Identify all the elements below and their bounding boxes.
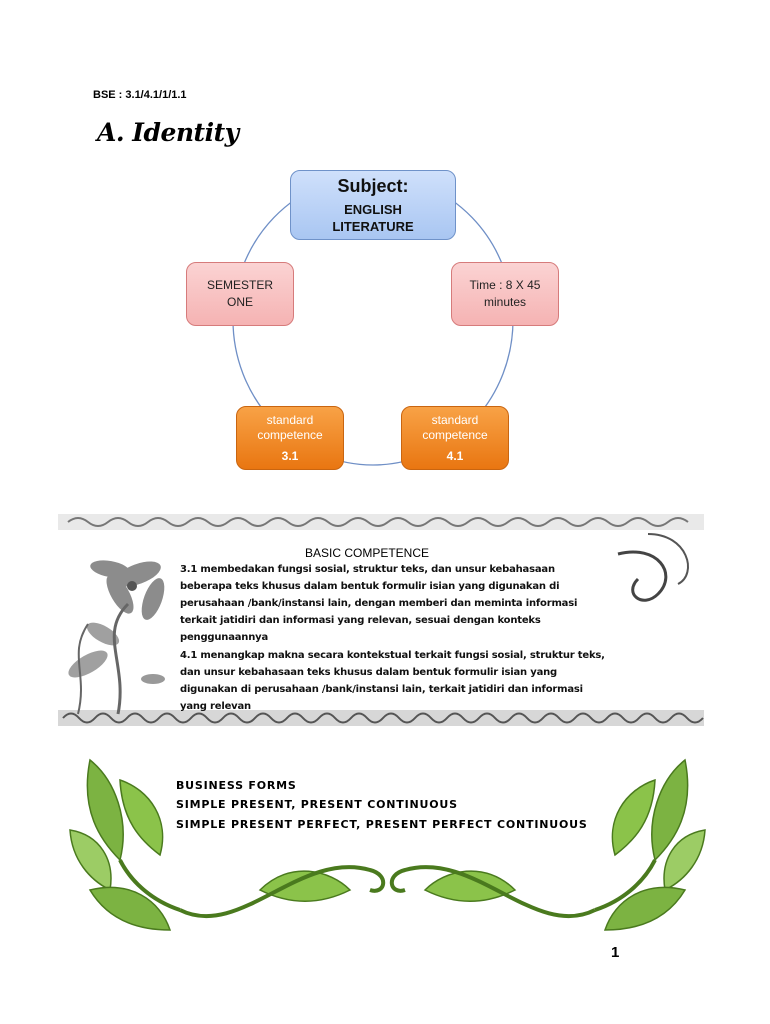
- subject-label: Subject:: [337, 175, 409, 196]
- semester-node: SEMESTER ONE: [186, 262, 294, 326]
- bc-line-9: yang relevan: [180, 701, 251, 712]
- floral-frame-decoration: [58, 514, 704, 726]
- sc2-line-1: standard: [431, 412, 479, 427]
- page-number: 1: [611, 944, 620, 961]
- basic-competence-title: BASIC COMPETENCE: [305, 546, 430, 560]
- bc-line-3: perusahaan /bank/instansi lain, dengan m…: [180, 598, 578, 609]
- standard-competence-4-1-node: standard competence 4.1: [401, 406, 509, 470]
- semester-line-2: ONE: [226, 295, 253, 309]
- sc2-line-2: competence: [422, 427, 488, 442]
- topic-present-perfect: SIMPLE PRESENT PERFECT, PRESENT PERFECT …: [176, 818, 588, 831]
- topic-business-forms: BUSINESS FORMS: [176, 779, 297, 792]
- bc-line-8: digunakan di perusahaan /bank/instansi l…: [180, 684, 583, 695]
- sc1-line-1: standard: [266, 412, 314, 427]
- semester-line-1: SEMESTER: [206, 278, 273, 292]
- time-line-2: minutes: [483, 295, 527, 309]
- cycle-connector-circle: [232, 174, 514, 466]
- sc1-number: 3.1: [281, 448, 299, 463]
- bc-line-6: 4.1 menangkap makna secara kontekstual t…: [180, 650, 605, 661]
- time-line-1: Time : 8 X 45: [469, 278, 541, 292]
- bse-code: BSE : 3.1/4.1/1/1.1: [93, 89, 187, 101]
- bc-line-4: terkait jatidiri dan informasi yang rele…: [180, 615, 541, 626]
- standard-competence-3-1-node: standard competence 3.1: [236, 406, 344, 470]
- bc-line-1: 3.1 membedakan fungsi sosial, struktur t…: [180, 564, 555, 575]
- leaf-frame-decoration: [69, 758, 706, 931]
- subject-value-line-1: ENGLISH: [344, 201, 402, 217]
- bc-line-5: penggunaannya: [180, 632, 269, 643]
- bc-line-2: beberapa teks khusus dalam bentuk formul…: [180, 581, 560, 592]
- sc1-line-2: competence: [257, 427, 323, 442]
- subject-value-line-2: LITERATURE: [332, 218, 414, 234]
- sc2-number: 4.1: [446, 448, 464, 463]
- topic-simple-present: SIMPLE PRESENT, PRESENT CONTINUOUS: [176, 798, 458, 811]
- bc-line-7: dan unsur kebahasaan teks khusus dalam b…: [180, 667, 557, 678]
- time-node: Time : 8 X 45 minutes: [451, 262, 559, 326]
- subject-node: Subject: ENGLISH LITERATURE: [290, 170, 456, 240]
- section-heading: A. Identity: [97, 118, 239, 147]
